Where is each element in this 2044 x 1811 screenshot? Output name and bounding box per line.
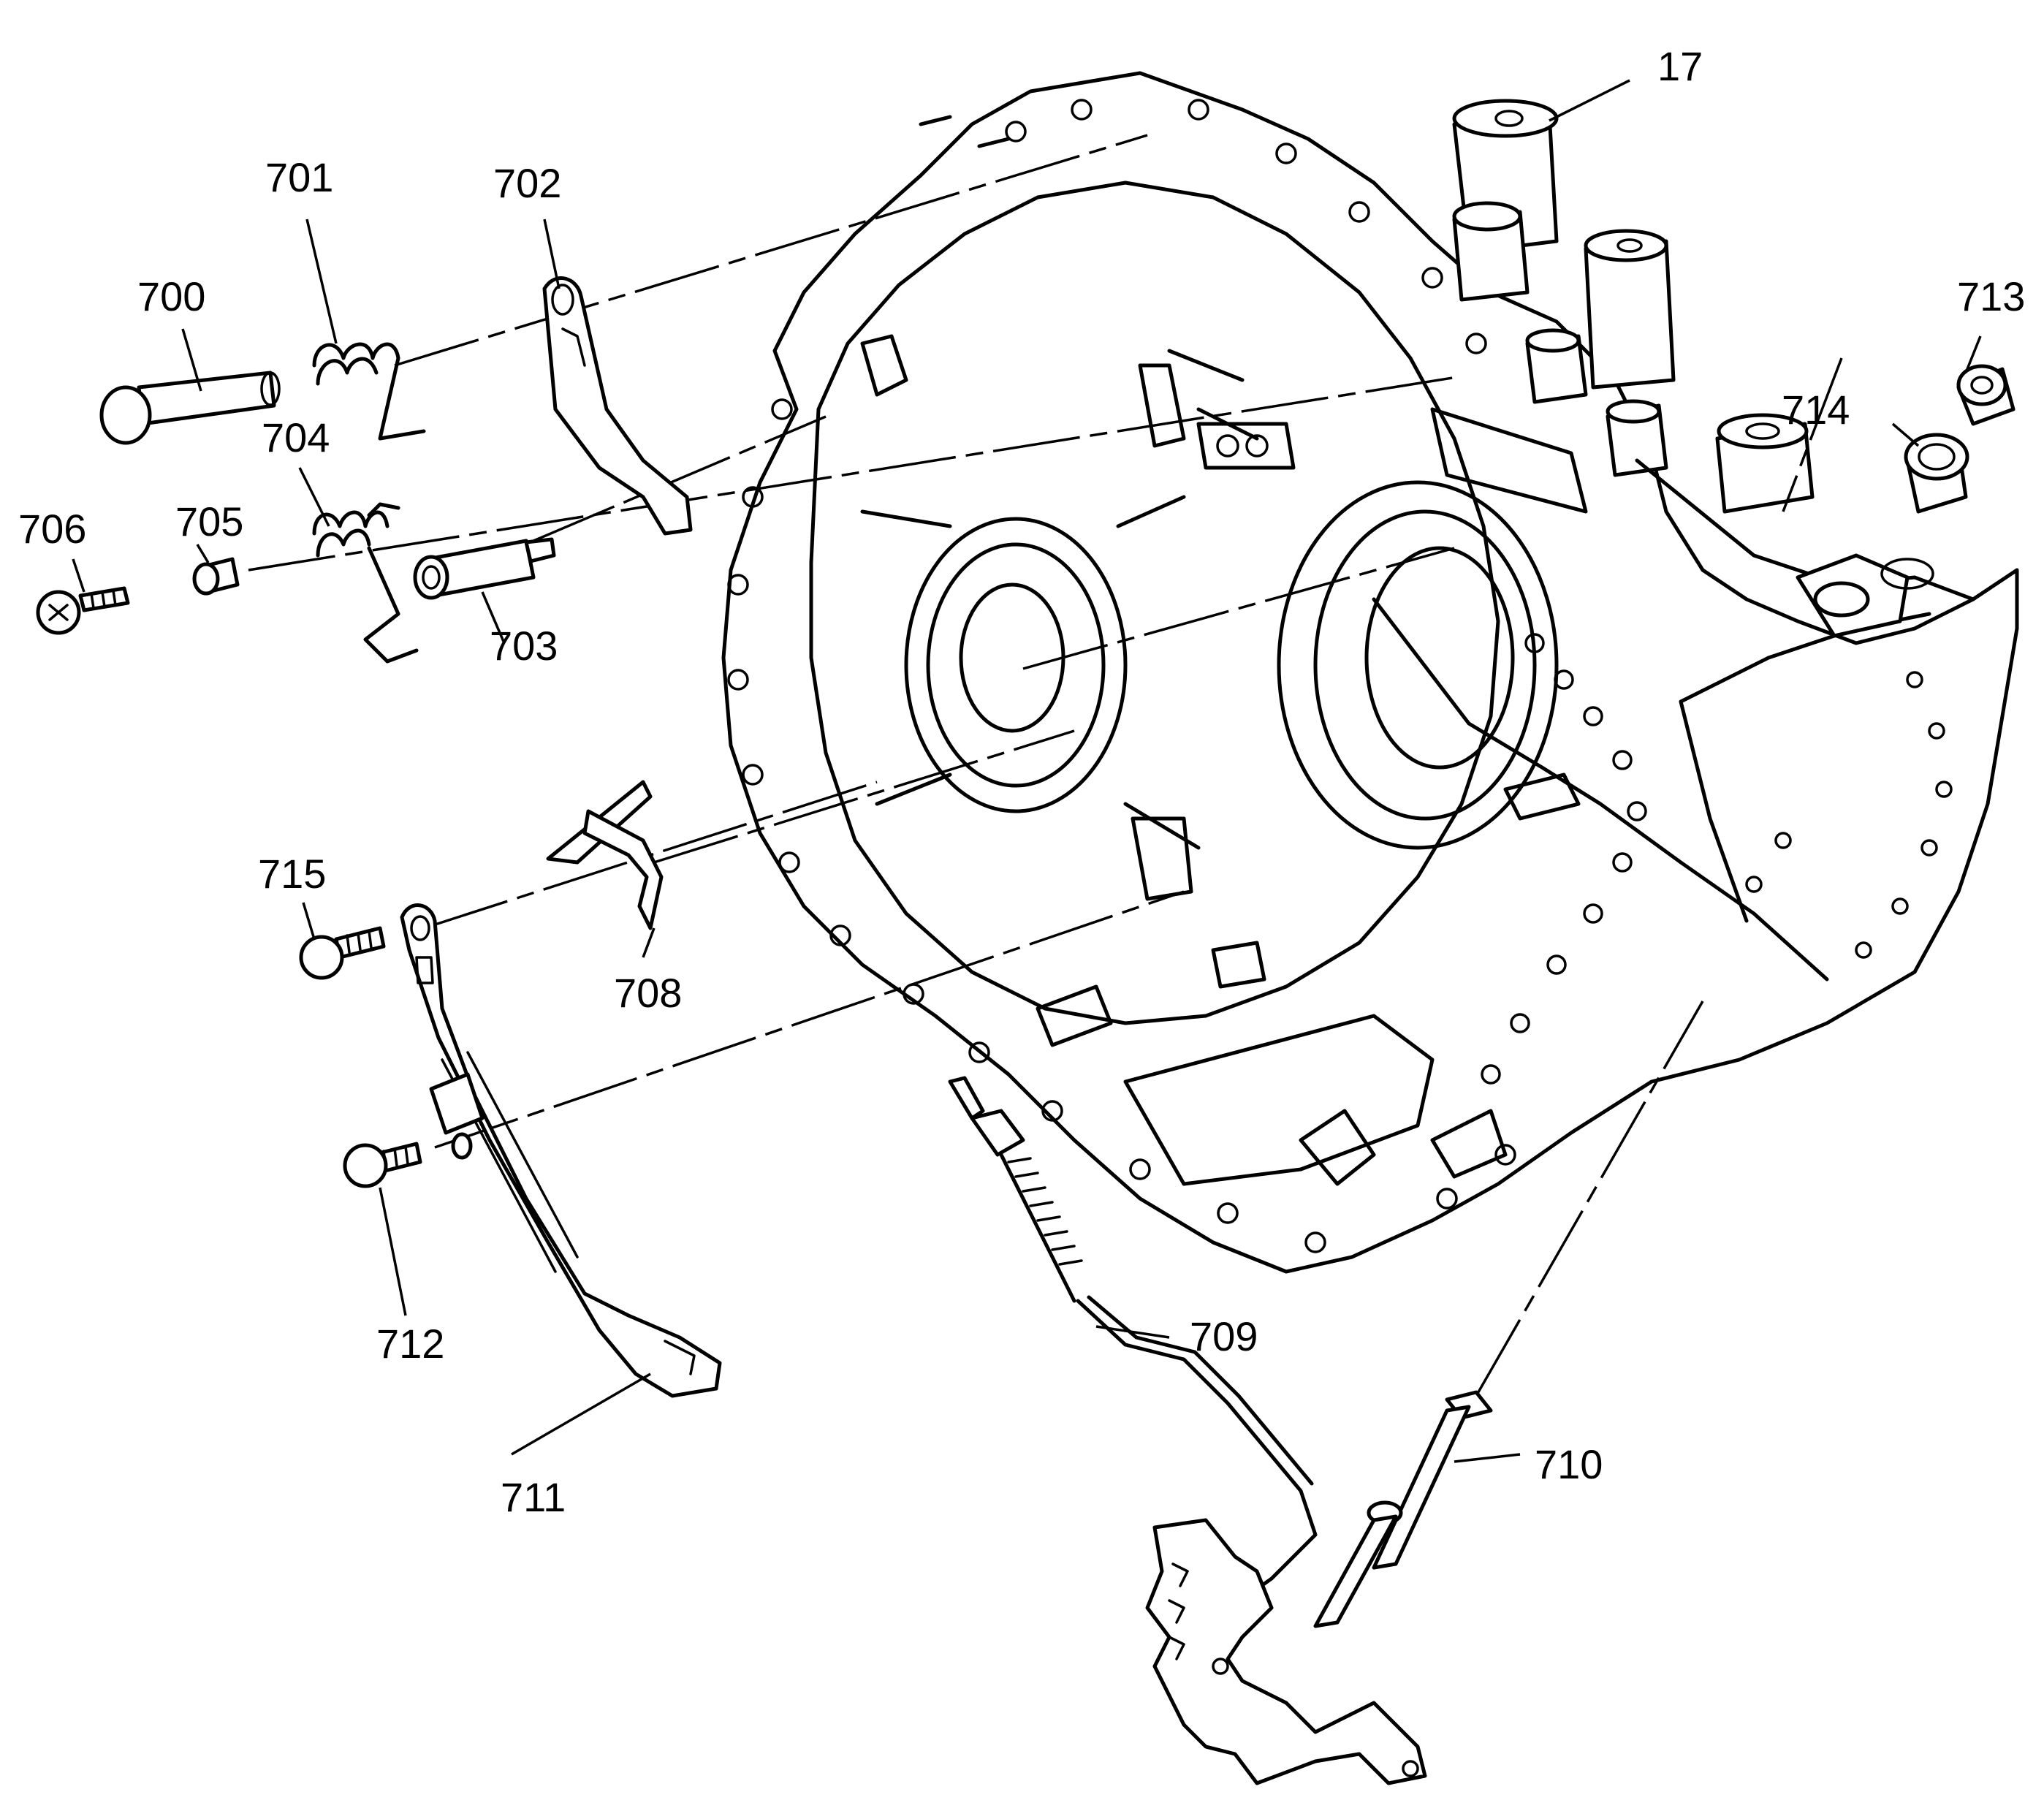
callout-712: 712 (376, 1321, 444, 1367)
callout-711: 711 (501, 1474, 566, 1520)
callout-17: 17 (1657, 43, 1703, 89)
bushing-705 (192, 557, 240, 596)
callout-leaders (72, 79, 1982, 1463)
callout-714: 714 (1782, 387, 1850, 433)
plug-713 (1956, 364, 2015, 426)
callout-700: 700 (137, 273, 205, 319)
callout-704: 704 (262, 414, 330, 460)
callout-701: 701 (265, 154, 333, 200)
callout-703: 703 (490, 623, 558, 669)
pin-700 (99, 371, 281, 445)
spring-701 (312, 342, 426, 441)
sleeve-703 (413, 537, 556, 600)
bolt-715 (299, 926, 386, 980)
callout-705: 705 (175, 498, 243, 544)
bolt-712 (343, 1132, 473, 1188)
shaft-710 (1145, 1390, 1493, 1785)
lever-711 (400, 903, 722, 1398)
callout-710: 710 (1535, 1441, 1603, 1487)
spring-704 (312, 502, 419, 664)
callout-706: 706 (18, 506, 86, 552)
clip-708 (546, 780, 664, 930)
transmission-case (721, 71, 2019, 1274)
callout-713: 713 (1957, 273, 2025, 319)
seal-714 (1904, 433, 1969, 514)
bolt-706 (36, 586, 130, 635)
callout-702: 702 (493, 160, 561, 206)
callout-labels: 17 700 701 702 703 704 705 706 708 709 7… (18, 43, 2025, 1520)
callout-715: 715 (258, 851, 326, 897)
callout-708: 708 (614, 970, 682, 1016)
callout-709: 709 (1190, 1313, 1258, 1359)
lever-702 (542, 276, 693, 536)
